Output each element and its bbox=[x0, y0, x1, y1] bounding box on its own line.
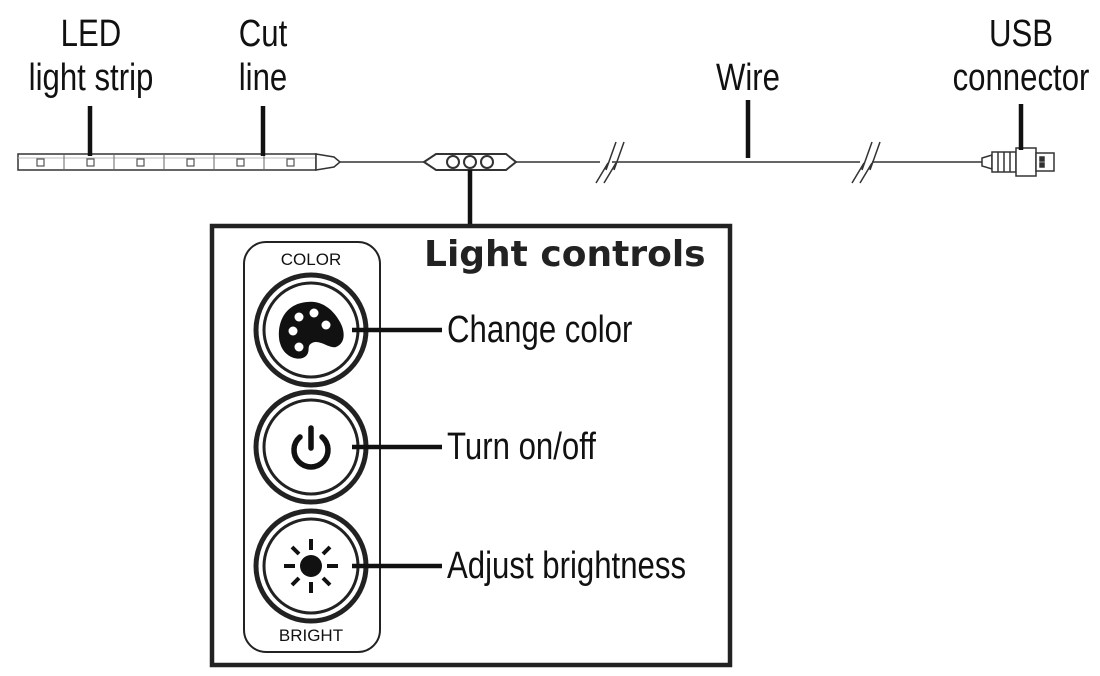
label-turn-on-off: Turn on/off bbox=[447, 426, 596, 468]
label-cut-line: Cut line bbox=[238, 13, 288, 99]
controls-title: Light controls bbox=[424, 234, 706, 275]
sun-icon bbox=[284, 539, 338, 593]
label-adjust-brightness: Adjust brightness bbox=[447, 545, 687, 587]
callout-lines bbox=[352, 327, 442, 569]
label-change-color: Change color bbox=[447, 309, 633, 351]
power-icon bbox=[291, 425, 331, 470]
label-usb-connector: USB connector bbox=[952, 13, 1090, 99]
label-pointers bbox=[87, 100, 1024, 226]
inline-controller bbox=[422, 153, 518, 171]
wire bbox=[340, 141, 982, 184]
bright-caption: BRIGHT bbox=[278, 626, 344, 645]
color-caption: COLOR bbox=[280, 250, 342, 269]
palette-icon bbox=[278, 301, 344, 359]
label-led-strip: LED light strip bbox=[28, 13, 154, 99]
label-wire: Wire bbox=[715, 57, 781, 99]
led-strip bbox=[17, 153, 342, 171]
usb-connector-shape bbox=[981, 147, 1055, 177]
